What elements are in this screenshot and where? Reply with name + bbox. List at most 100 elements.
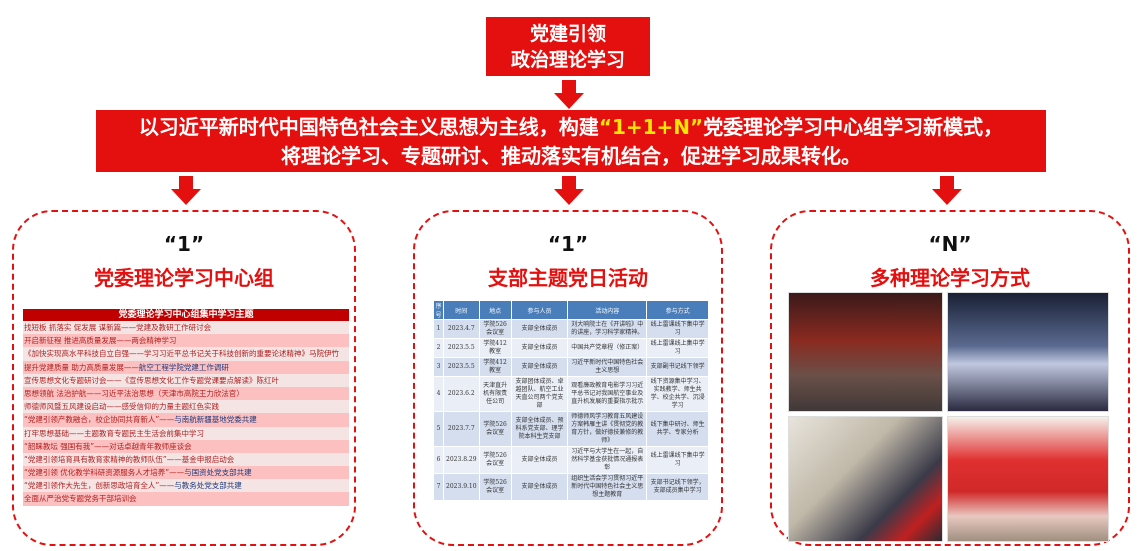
table-cell: 学院412教室: [478, 357, 512, 377]
table-cell: 学院526会议室: [478, 319, 512, 339]
topic-text: 《加快实现高水平科技自立自强——学习习近平总书记关于科技创新的重要论述精神》马院…: [24, 349, 339, 359]
table-cell: 6: [432, 446, 445, 474]
topic-row: “党建引领培育具有教育家精神的教师队伍”——基金申报启动会: [23, 452, 349, 467]
table-cell: 线上雷课线下集中学习: [646, 319, 709, 339]
table-cell: 支部全体成员、预科系党支部、理学院本科生党支部: [510, 411, 569, 447]
table-cell: 支部全体成员: [510, 319, 569, 339]
panel-study-group: “1” 党委理论学习中心组 党委理论学习中心组集中学习主题 找短板 抓落实 促发…: [12, 210, 356, 546]
arrow-down-icon: [554, 80, 584, 110]
topic-text: “韶睐教坛 强国有我”——对话卓越青年教师座谈会: [24, 441, 192, 451]
arrow-down-icon: [932, 176, 962, 206]
photo-group-event: [947, 416, 1109, 542]
topic-row: 打牢思想基础——主题教育专题民主生活会前集中学习: [23, 426, 349, 440]
table-cell: 线上雷课线上集中学习: [646, 338, 709, 358]
table-cell: 2023.8.29: [443, 446, 480, 474]
table-cell: 1: [432, 319, 445, 339]
table-cell: 支部全体成员: [510, 357, 569, 377]
topic-partner: 航空工程学院党建工作调研: [138, 362, 229, 372]
topic-row: “党建引领产教融合，校企协同共育新人”——与南航新疆基地党委共建: [23, 413, 349, 427]
topic-row: 宣传思想文化专题研讨会——《宣传思想文化工作专题党课要点解读》陈红叶: [23, 373, 349, 387]
panel-title: 支部主题党日活动: [488, 266, 648, 290]
photo-exhibition-visit: [788, 292, 943, 412]
table-cell: 支部全体成员: [510, 338, 569, 358]
photo-stage-performance: [947, 292, 1109, 412]
topic-text: 全面从严治党专题党务干部培训会: [24, 494, 137, 504]
topic-text: 开启新征程 推进高质量发展——两会精神学习: [24, 336, 177, 346]
table-cell: 支部团体成员、卓越团队、航空工业天直公司两个党支部: [510, 376, 569, 412]
panel-number: “1”: [547, 232, 589, 256]
table-cell: 刘大响院士在《开讲啦》中的讲座，学习科学家精神。: [567, 319, 648, 339]
table-cell: 中国共产党章程（修正案）: [567, 338, 648, 358]
column-header: 时间: [443, 300, 480, 320]
table-cell: 习近平新时代中国特色社会主义思想: [567, 357, 648, 377]
banner-text-post: 党委理论学习中心组学习新模式，: [703, 115, 1004, 139]
topic-row: 《加快实现高水平科技自立自强——学习习近平总书记关于科技创新的重要论述精神》马院…: [23, 347, 349, 361]
column-header: 活动内容: [567, 300, 648, 320]
table-cell: 支部书记线下领学，支部成员集中学习: [646, 473, 709, 501]
topic-row: 全面从严治党专题党务干部培训会: [23, 492, 349, 506]
topic-text: 提升党建质量 助力高质量发展——: [24, 362, 139, 372]
topic-row: 思想领航 法治护航——习近平法治思想（天津市高院王力欣法官）: [23, 386, 349, 401]
topic-text: “党建引领作大先生，创新思政培育全人”——: [24, 481, 175, 491]
table-cell: 2023.7.7: [443, 411, 480, 447]
topic-row: 找短板 抓落实 促发展 谋新篇——党建及教研工作研讨会: [23, 321, 349, 335]
topic-row: “党建引领作大先生，创新思政培育全人”——与教务处党支部共建: [23, 479, 349, 493]
banner-highlight: “1+1+N”: [598, 115, 704, 139]
table-cell: 天津直升机有限责任公司: [478, 376, 512, 412]
topic-row: “韶睐教坛 强国有我”——对话卓越青年教师座谈会: [23, 439, 349, 453]
table-cell: 3: [432, 357, 445, 377]
table-cell: 支部副书记线下领学: [646, 357, 709, 377]
topic-text: “党建引领产教融合，校企协同共育新人”——: [24, 415, 175, 425]
topic-text: 师德师风暨五风建设启动——感受信仰的力量主题红色实践: [24, 402, 219, 412]
table-cell: 2023.5.5: [443, 357, 480, 377]
arrow-down-icon: [554, 176, 584, 206]
table-cell: 学院526会议室: [478, 473, 512, 501]
topic-text: 宣传思想文化专题研讨会——《宣传思想文化工作专题党课要点解读》陈红叶: [24, 375, 279, 385]
table-cell: 2: [432, 338, 445, 358]
table-cell: 观看廉政教育电影学习习近平总书记对我国航空事业及直升机发展的重要指示批示: [567, 376, 648, 412]
table-cell: 师德师风学习教育五风建设方案韩雁主讲《贯彻党的教育方针，做好德技兼修的教师》: [567, 411, 648, 447]
panel-number: “1”: [163, 232, 205, 256]
topic-text: “党建引领 优化教学科研资源服务人才培养”——: [24, 468, 185, 478]
column-header: 地点: [478, 300, 512, 320]
table-cell: 支部全体成员: [510, 473, 569, 501]
table-cell: 2023.5.5: [443, 338, 480, 358]
top-box: 党建引领 政治理论学习: [486, 17, 650, 76]
table-cell: 2023.6.2: [443, 376, 480, 412]
topic-partner: 与南航新疆基地党委共建: [174, 415, 257, 425]
top-box-line2: 政治理论学习: [510, 49, 625, 71]
column-header: 序号: [432, 300, 445, 320]
column-header: 参与人员: [510, 300, 569, 320]
table-cell: 学院526会议室: [478, 411, 512, 447]
table-cell: 习近平与大学生在一起，自然科学基金获批情况通报表彰: [567, 446, 648, 474]
arrow-down-icon: [171, 176, 201, 206]
table-cell: 2023.4.7: [443, 319, 480, 339]
panel-title: 多种理论学习方式: [870, 266, 1030, 290]
topics-table: 党委理论学习中心组集中学习主题 找短板 抓落实 促发展 谋新篇——党建及教研工作…: [23, 309, 349, 506]
top-box-line1: 党建引领: [529, 23, 606, 45]
banner-line2: 将理论学习、专题研讨、推动落实有机结合，促进学习成果转化。: [281, 144, 861, 168]
table-cell: 学院526会议室: [478, 446, 512, 474]
table-cell: 4: [432, 376, 445, 412]
topic-row: “党建引领 优化教学科研资源服务人才培养”——与国资处党支部共建: [23, 466, 349, 480]
panel-number: “N”: [928, 232, 972, 256]
topic-text: 找短板 抓落实 促发展 谋新篇——党建及教研工作研讨会: [24, 323, 212, 332]
topic-row: 提升党建质量 助力高质量发展——航空工程学院党建工作调研: [23, 360, 349, 374]
table-cell: 2023.9.10: [443, 473, 480, 501]
topic-text: 打牢思想基础——主题教育专题民主生活会前集中学习: [24, 428, 204, 438]
topic-text: 思想领航 法治护航——习近平法治思想（天津市高院王力欣法官）: [24, 388, 244, 398]
table-cell: 组织生活会学习贯彻习近平新时代中国特色社会主义思想主题教育: [567, 473, 648, 501]
panel-study-methods: “N” 多种理论学习方式: [770, 210, 1130, 546]
topic-text: “党建引领培育具有教育家精神的教师队伍”——基金申报启动会: [24, 454, 235, 464]
panel-title: 党委理论学习中心组: [94, 266, 274, 290]
banner-text-pre: 以习近平新时代中国特色社会主义思想为主线，构建: [138, 115, 599, 139]
table-cell: 线下集中研讨、师生共学、专家分析: [646, 411, 709, 447]
